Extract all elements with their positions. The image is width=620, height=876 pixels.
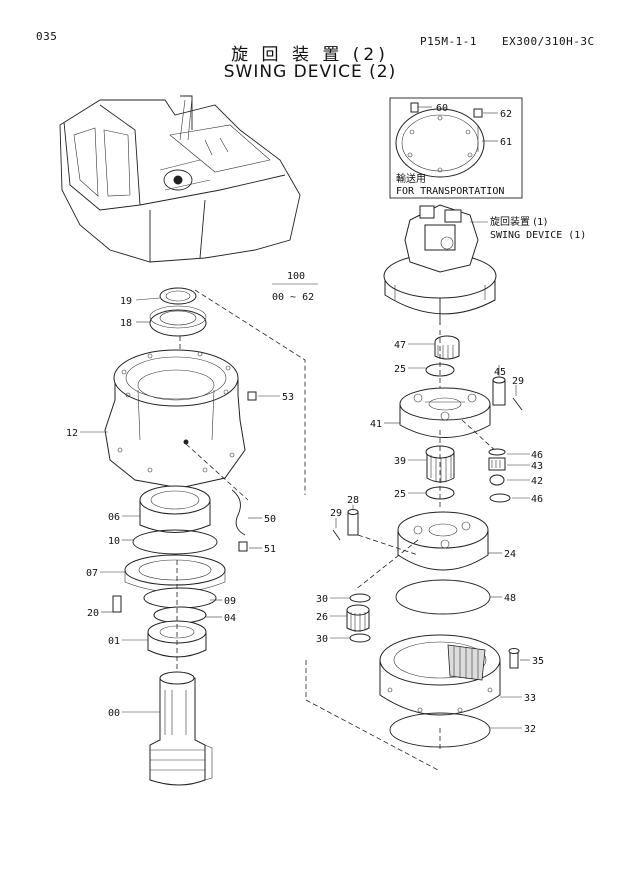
label-46-lower: 46: [531, 494, 543, 505]
label-42: 42: [531, 476, 543, 487]
part-41-carrier: [399, 387, 491, 438]
label-10: 10: [108, 536, 120, 547]
part-24-carrier: [397, 511, 489, 571]
range-bottom-label: 00 ~ 62: [272, 292, 314, 303]
label-45: 45: [494, 367, 506, 378]
transport-note-japanese: 輸送用: [396, 172, 426, 185]
label-12: 12: [66, 428, 78, 439]
label-51: 51: [264, 544, 276, 555]
title-japanese: 旋 回 装 置 (2): [231, 45, 389, 65]
part-12-housing: [104, 349, 246, 489]
model-code: EX300/310H-3C: [502, 35, 595, 48]
label-29-upper: 29: [512, 376, 524, 387]
label-26: 26: [316, 612, 328, 623]
label-53: 53: [282, 392, 294, 403]
label-09: 09: [224, 596, 236, 607]
label-30-upper: 30: [316, 594, 328, 605]
label-32: 32: [524, 724, 536, 735]
label-62: 62: [500, 109, 512, 120]
label-60: 60: [436, 103, 448, 114]
label-06: 06: [108, 512, 120, 523]
label-01: 01: [108, 636, 120, 647]
swing-device-1-assembly: [383, 204, 497, 325]
label-25-lower: 25: [394, 489, 406, 500]
transport-note-english: FOR TRANSPORTATION: [396, 186, 504, 197]
transport-cover-box: [389, 97, 523, 199]
label-41: 41: [370, 419, 382, 430]
part-33-ring-gear: [379, 634, 501, 716]
page-number: 035: [36, 30, 58, 43]
label-18: 18: [120, 318, 132, 329]
label-35: 35: [532, 656, 544, 667]
label-50: 50: [264, 514, 276, 525]
label-04: 04: [224, 613, 236, 624]
label-47: 47: [394, 340, 406, 351]
label-46-upper: 46: [531, 450, 543, 461]
label-28: 28: [347, 495, 359, 506]
label-30-lower: 30: [316, 634, 328, 645]
label-33: 33: [524, 693, 536, 704]
label-29-lower: 29: [330, 508, 342, 519]
label-43: 43: [531, 461, 543, 472]
part-00-shaft: [149, 671, 213, 786]
label-39: 39: [394, 456, 406, 467]
range-top-label: 100: [287, 271, 305, 282]
ref-device-japanese: 旋回装置 (1): [490, 215, 547, 228]
label-20: 20: [87, 608, 99, 619]
label-00: 00: [108, 708, 120, 719]
label-19: 19: [120, 296, 132, 307]
label-07: 07: [86, 568, 98, 579]
label-61: 61: [500, 137, 512, 148]
ref-device-english: SWING DEVICE (1): [490, 230, 586, 241]
label-24: 24: [504, 549, 516, 560]
label-25-upper: 25: [394, 364, 406, 375]
excavator-illustration: [59, 95, 301, 263]
catalog-code: P15M-1-1: [420, 35, 477, 48]
title-english: SWING DEVICE (2): [223, 62, 397, 82]
label-48: 48: [504, 593, 516, 604]
